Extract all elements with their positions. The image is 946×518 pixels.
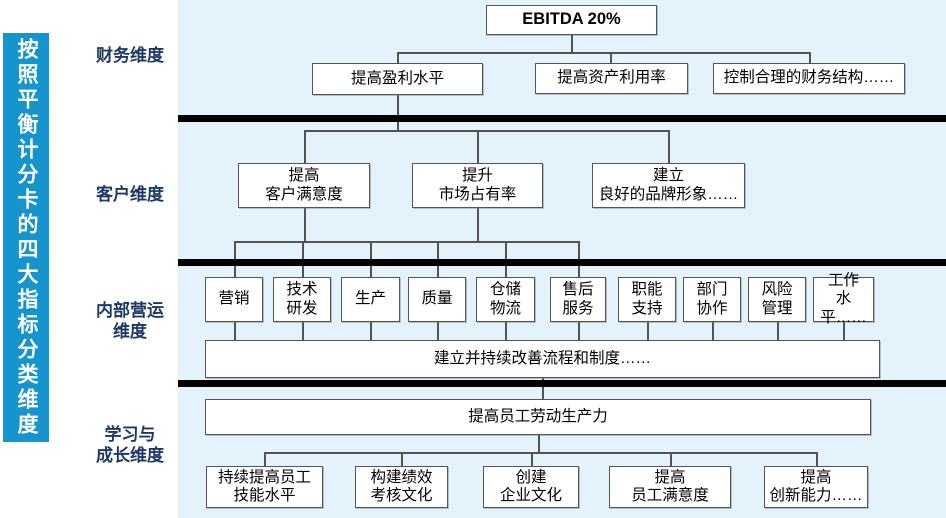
node-functional-support: 职能 支持 [618, 277, 676, 322]
connector-line [505, 321, 507, 341]
connector-line [264, 452, 266, 467]
node-production: 生产 [341, 277, 400, 322]
divider-2 [178, 259, 946, 266]
connector-line [571, 35, 573, 52]
vertical-title: 按照平衡计分卡的四大指标分类维度 [15, 37, 38, 438]
connector-line [477, 130, 479, 164]
node-marketing: 营销 [205, 277, 263, 322]
node-after-sales: 售后 服务 [550, 277, 606, 322]
node-skill-level: 持续提高员工 技能水平 [206, 466, 323, 508]
connector-line [234, 241, 579, 243]
node-innovation: 提高 创新能力…… [764, 466, 868, 508]
node-improve-profit: 提高盈利水平 [312, 63, 483, 95]
connector-line [712, 321, 714, 341]
node-dept-collaboration: 部门 协作 [683, 277, 741, 322]
node-warehouse-logistics: 仓储 物流 [476, 277, 535, 322]
node-ebitda: EBITDA 20% [486, 5, 657, 35]
node-corporate-culture: 创建 企业文化 [483, 466, 579, 508]
connector-line [531, 452, 533, 467]
dimension-label-financial: 财务维度 [96, 46, 164, 65]
connector-line [538, 434, 540, 453]
connector-line [401, 452, 403, 467]
dimension-label-learning: 学习与 成长维度 [96, 425, 164, 465]
node-tech-rd: 技术 研发 [273, 277, 331, 322]
node-risk-management: 风险 管理 [748, 277, 806, 322]
connector-line [397, 94, 399, 131]
connector-line [370, 321, 372, 341]
connector-line [610, 52, 612, 64]
connector-line [542, 377, 544, 400]
connector-line [477, 207, 479, 242]
connector-line [816, 452, 818, 467]
connector-line [302, 321, 304, 341]
vertical-title-bar: 按照平衡计分卡的四大指标分类维度 [3, 33, 49, 442]
node-process-improvement: 建立并持续改善流程和制度…… [205, 340, 880, 378]
connector-line [304, 130, 669, 132]
node-customer-satisfaction: 提高 客户满意度 [238, 163, 370, 208]
node-labor-productivity: 提高员工劳动生产力 [205, 399, 871, 435]
connector-line [777, 321, 779, 341]
connector-line [668, 130, 670, 164]
node-brand-image: 建立 良好的品牌形象…… [592, 163, 745, 208]
connector-line [304, 207, 306, 242]
connector-line [578, 321, 580, 341]
divider-1 [178, 115, 946, 122]
connector-line [647, 321, 649, 341]
node-financial-structure: 控制合理的财务结构…… [713, 63, 905, 94]
connector-line [264, 452, 817, 454]
connector-line [234, 321, 236, 341]
connector-line [843, 321, 845, 341]
connector-line [304, 130, 306, 164]
dimension-label-internal: 内部营运 维度 [96, 301, 164, 341]
connector-line [670, 452, 672, 467]
connector-line [397, 52, 399, 64]
dimension-label-customer: 客户维度 [96, 185, 164, 204]
connector-line [397, 52, 810, 54]
connector-line [437, 321, 439, 341]
node-performance-culture: 构建绩效 考核文化 [355, 466, 448, 508]
node-market-share: 提升 市场占有率 [412, 163, 543, 208]
node-quality: 质量 [408, 277, 466, 322]
connector-line [809, 52, 811, 64]
node-employee-satisfaction: 提高 员工满意度 [609, 466, 731, 508]
divider-3 [178, 380, 946, 387]
node-work-level: 工作 水平…… [813, 272, 874, 326]
node-asset-utilization: 提高资产利用率 [535, 63, 688, 94]
